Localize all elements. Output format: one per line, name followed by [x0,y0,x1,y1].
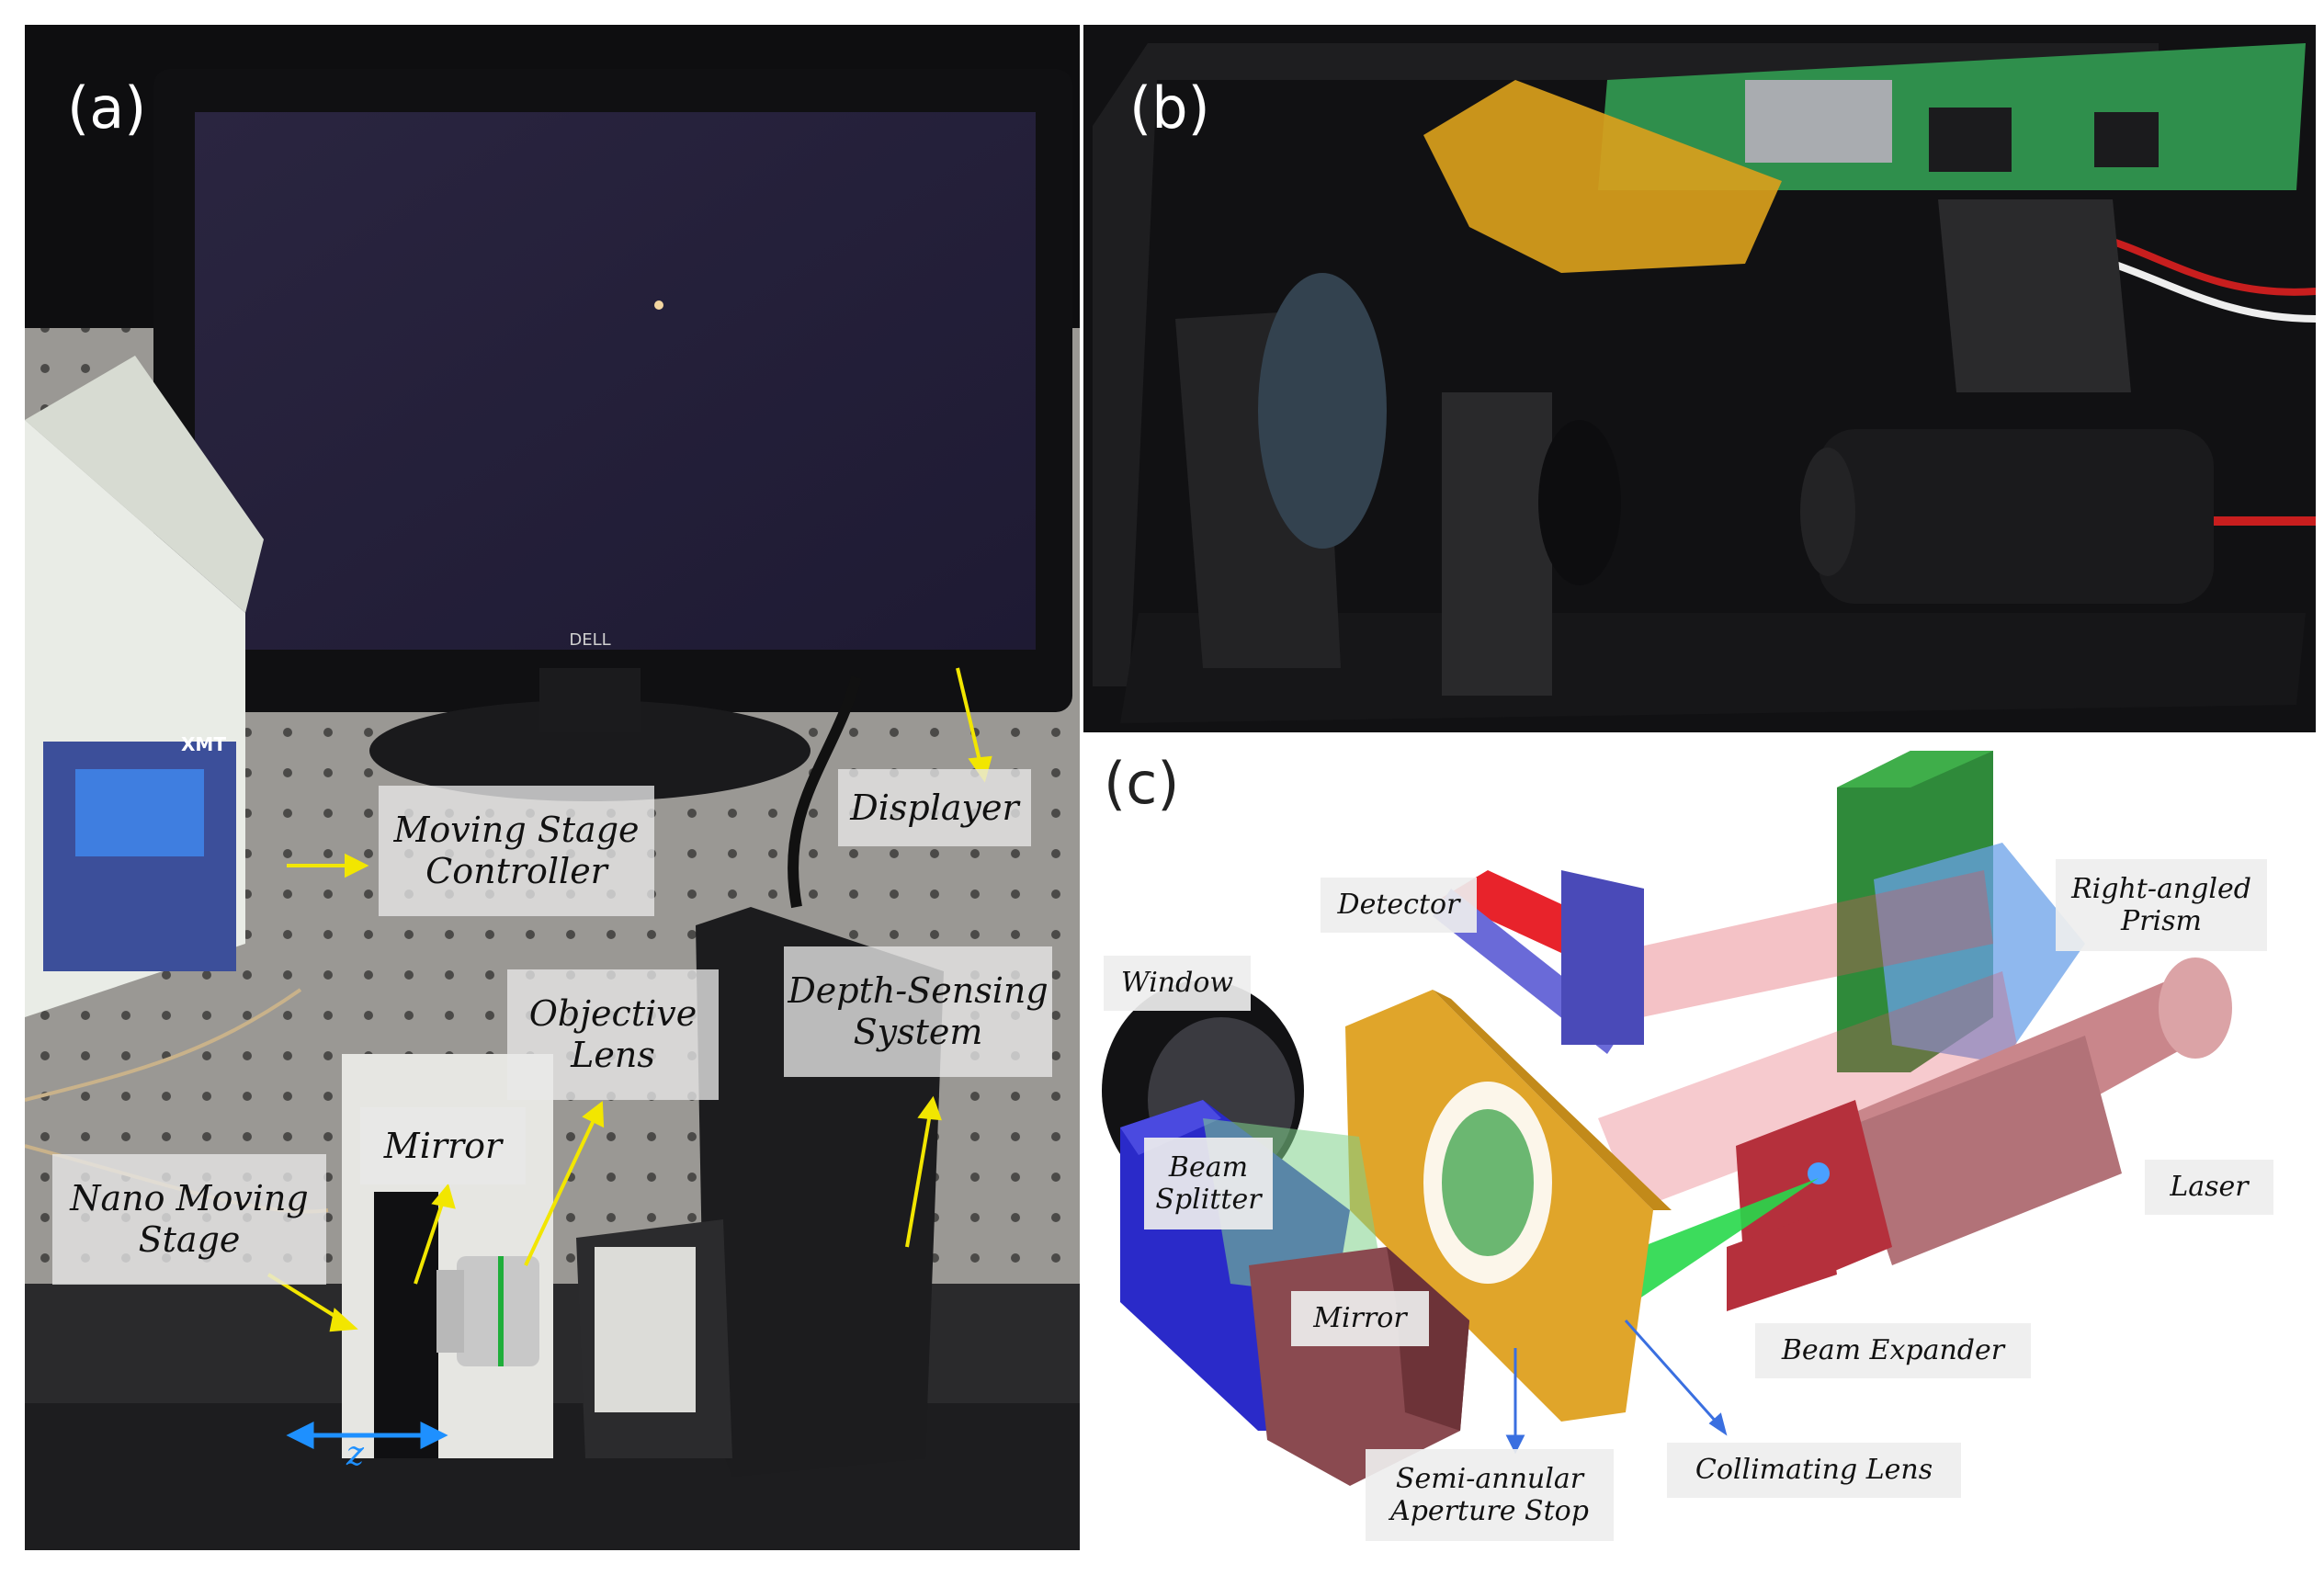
label-beam-expander: Beam Expander [1755,1323,2031,1378]
panel-c-letter: (c) [1104,750,1180,817]
label-collimating-lens: Collimating Lens [1667,1443,1961,1498]
label-detector: Detector [1321,878,1477,933]
detector [1433,870,1644,1054]
panel-a-arrows [266,667,992,1332]
laser-tube [1727,957,2232,1311]
panel-a-letter: (a) [67,74,147,142]
label-depth-sensing-system: Depth-Sensing System [784,946,1052,1077]
panel-b-photo: (b) [1083,25,2316,732]
panel-c-diagram: (c) Detector Right-angled Prism Window B… [1083,732,2316,1550]
stage-controller [25,356,264,1017]
label-mirror-c: Mirror [1291,1291,1429,1346]
label-mirror: Mirror [360,1107,526,1184]
collimating-lens-mount [1345,990,1672,1422]
panel-a-photo: DELL XMT [25,25,1080,1550]
label-nano-moving-stage: Nano Moving Stage [52,1154,326,1285]
label-objective-lens: Objective Lens [507,969,719,1100]
z-axis-arrow [286,1421,448,1450]
label-beam-splitter: Beam Splitter [1144,1138,1273,1229]
laser-body [1800,429,2214,604]
panel-a-scene: DELL XMT [25,25,1080,1550]
pcb-board [1598,43,2306,190]
panel-b-scene [1083,25,2316,732]
label-right-angled-prism: Right-angled Prism [2056,859,2267,951]
panel-b-letter: (b) [1129,74,1210,142]
label-laser: Laser [2145,1160,2273,1215]
z-axis-label: z [346,1435,364,1473]
label-displayer: Displayer [838,769,1031,846]
controller-brand-text: XMT [181,733,226,755]
objective-lens-body [436,1256,539,1366]
monitor-brand-text: DELL [569,630,610,650]
panel-c-arrows [1505,1320,1728,1455]
label-window: Window [1104,956,1251,1011]
label-moving-stage-controller: Moving Stage Controller [379,786,654,916]
monitor [153,69,1072,801]
label-semi-annular-aperture-stop: Semi-annular Aperture Stop [1366,1449,1614,1541]
